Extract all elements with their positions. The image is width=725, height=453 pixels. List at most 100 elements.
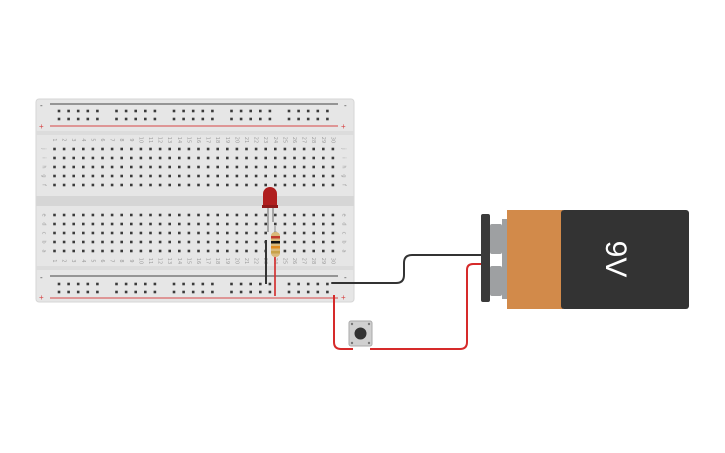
breadboard-hole[interactable] bbox=[293, 240, 296, 244]
breadboard-hole[interactable] bbox=[245, 165, 248, 169]
breadboard-hole[interactable] bbox=[101, 165, 104, 169]
breadboard-hole[interactable] bbox=[312, 165, 315, 169]
breadboard-hole[interactable] bbox=[62, 147, 66, 151]
breadboard-hole[interactable] bbox=[322, 240, 325, 244]
rail-hole[interactable] bbox=[153, 109, 157, 113]
breadboard-hole[interactable] bbox=[120, 213, 123, 217]
wires[interactable] bbox=[265, 240, 484, 350]
breadboard-hole[interactable] bbox=[226, 231, 229, 235]
breadboard-hole[interactable] bbox=[293, 183, 296, 187]
breadboard-hole[interactable] bbox=[187, 222, 191, 226]
breadboard-hole[interactable] bbox=[149, 249, 152, 253]
breadboard-hole[interactable] bbox=[72, 231, 75, 235]
rail-hole[interactable] bbox=[144, 117, 147, 121]
rail-hole[interactable] bbox=[76, 117, 80, 121]
breadboard-hole[interactable] bbox=[216, 183, 219, 187]
breadboard-hole[interactable] bbox=[322, 183, 325, 187]
pushbutton[interactable] bbox=[348, 320, 373, 347]
breadboard-hole[interactable] bbox=[120, 249, 123, 253]
breadboard-hole[interactable] bbox=[331, 147, 335, 151]
breadboard-hole[interactable] bbox=[216, 231, 219, 235]
breadboard-hole[interactable] bbox=[72, 174, 75, 178]
breadboard-hole[interactable] bbox=[197, 165, 200, 169]
breadboard-hole[interactable] bbox=[139, 213, 143, 217]
breadboard-hole[interactable] bbox=[82, 231, 85, 235]
rail-hole[interactable] bbox=[249, 290, 252, 294]
breadboard-hole[interactable] bbox=[120, 147, 123, 151]
pushbutton-cap[interactable] bbox=[354, 327, 367, 340]
breadboard-hole[interactable] bbox=[274, 222, 277, 226]
breadboard-hole[interactable] bbox=[91, 147, 95, 151]
rail-hole[interactable] bbox=[211, 282, 214, 286]
breadboard-hole[interactable] bbox=[149, 147, 152, 151]
breadboard-hole[interactable] bbox=[82, 165, 85, 169]
breadboard-hole[interactable] bbox=[331, 156, 335, 160]
rail-hole[interactable] bbox=[144, 282, 147, 286]
breadboard-hole[interactable] bbox=[62, 174, 66, 178]
rail-hole[interactable] bbox=[86, 282, 90, 286]
breadboard-hole[interactable] bbox=[235, 165, 239, 169]
rail-hole[interactable] bbox=[96, 117, 99, 121]
rail-hole[interactable] bbox=[57, 290, 61, 294]
breadboard-hole[interactable] bbox=[293, 156, 296, 160]
breadboard-hole[interactable] bbox=[264, 147, 267, 151]
breadboard-hole[interactable] bbox=[254, 156, 258, 160]
rail-hole[interactable] bbox=[96, 109, 99, 113]
breadboard-hole[interactable] bbox=[130, 183, 133, 187]
breadboard-hole[interactable] bbox=[322, 147, 325, 151]
breadboard-hole[interactable] bbox=[302, 156, 306, 160]
breadboard-hole[interactable] bbox=[226, 213, 229, 217]
rail-hole[interactable] bbox=[230, 290, 233, 294]
rail-hole[interactable] bbox=[96, 290, 99, 294]
battery-terminal-negative[interactable] bbox=[490, 224, 502, 254]
breadboard-hole[interactable] bbox=[293, 231, 296, 235]
breadboard-hole[interactable] bbox=[283, 156, 287, 160]
breadboard-hole[interactable] bbox=[101, 147, 104, 151]
breadboard-hole[interactable] bbox=[331, 231, 335, 235]
breadboard-hole[interactable] bbox=[322, 165, 325, 169]
breadboard-hole[interactable] bbox=[235, 213, 239, 217]
rail-hole[interactable] bbox=[57, 109, 61, 113]
breadboard-hole[interactable] bbox=[158, 231, 162, 235]
breadboard-hole[interactable] bbox=[254, 213, 258, 217]
rail-hole[interactable] bbox=[76, 290, 80, 294]
breadboard-hole[interactable] bbox=[322, 249, 325, 253]
breadboard-hole[interactable] bbox=[149, 231, 152, 235]
breadboard-hole[interactable] bbox=[130, 213, 133, 217]
rail-hole[interactable] bbox=[306, 290, 310, 294]
rail-hole[interactable] bbox=[201, 282, 205, 286]
breadboard-hole[interactable] bbox=[168, 231, 171, 235]
breadboard-hole[interactable] bbox=[235, 147, 239, 151]
breadboard-hole[interactable] bbox=[149, 213, 152, 217]
breadboard-hole[interactable] bbox=[216, 213, 219, 217]
rail-hole[interactable] bbox=[249, 109, 252, 113]
breadboard-hole[interactable] bbox=[187, 240, 191, 244]
rail-hole[interactable] bbox=[67, 290, 70, 294]
rail-hole[interactable] bbox=[268, 117, 272, 121]
rail-hole[interactable] bbox=[249, 282, 252, 286]
breadboard-hole[interactable] bbox=[226, 222, 229, 226]
breadboard-hole[interactable] bbox=[62, 165, 66, 169]
breadboard-hole[interactable] bbox=[245, 240, 248, 244]
breadboard-hole[interactable] bbox=[101, 222, 104, 226]
breadboard-hole[interactable] bbox=[293, 165, 296, 169]
breadboard-hole[interactable] bbox=[178, 156, 181, 160]
breadboard-hole[interactable] bbox=[178, 240, 181, 244]
breadboard-hole[interactable] bbox=[110, 231, 114, 235]
breadboard-hole[interactable] bbox=[101, 213, 104, 217]
rail-hole[interactable] bbox=[230, 109, 233, 113]
breadboard-hole[interactable] bbox=[235, 231, 239, 235]
breadboard-hole[interactable] bbox=[226, 147, 229, 151]
rail-hole[interactable] bbox=[316, 109, 320, 113]
rail-hole[interactable] bbox=[287, 282, 291, 286]
breadboard-hole[interactable] bbox=[226, 249, 229, 253]
breadboard-hole[interactable] bbox=[283, 213, 287, 217]
breadboard-hole[interactable] bbox=[158, 165, 162, 169]
rail-hole[interactable] bbox=[287, 109, 291, 113]
breadboard-hole[interactable] bbox=[149, 222, 152, 226]
breadboard-hole[interactable] bbox=[120, 156, 123, 160]
breadboard-hole[interactable] bbox=[178, 222, 181, 226]
breadboard-hole[interactable] bbox=[72, 156, 75, 160]
breadboard-hole[interactable] bbox=[82, 249, 85, 253]
breadboard-hole[interactable] bbox=[312, 240, 315, 244]
